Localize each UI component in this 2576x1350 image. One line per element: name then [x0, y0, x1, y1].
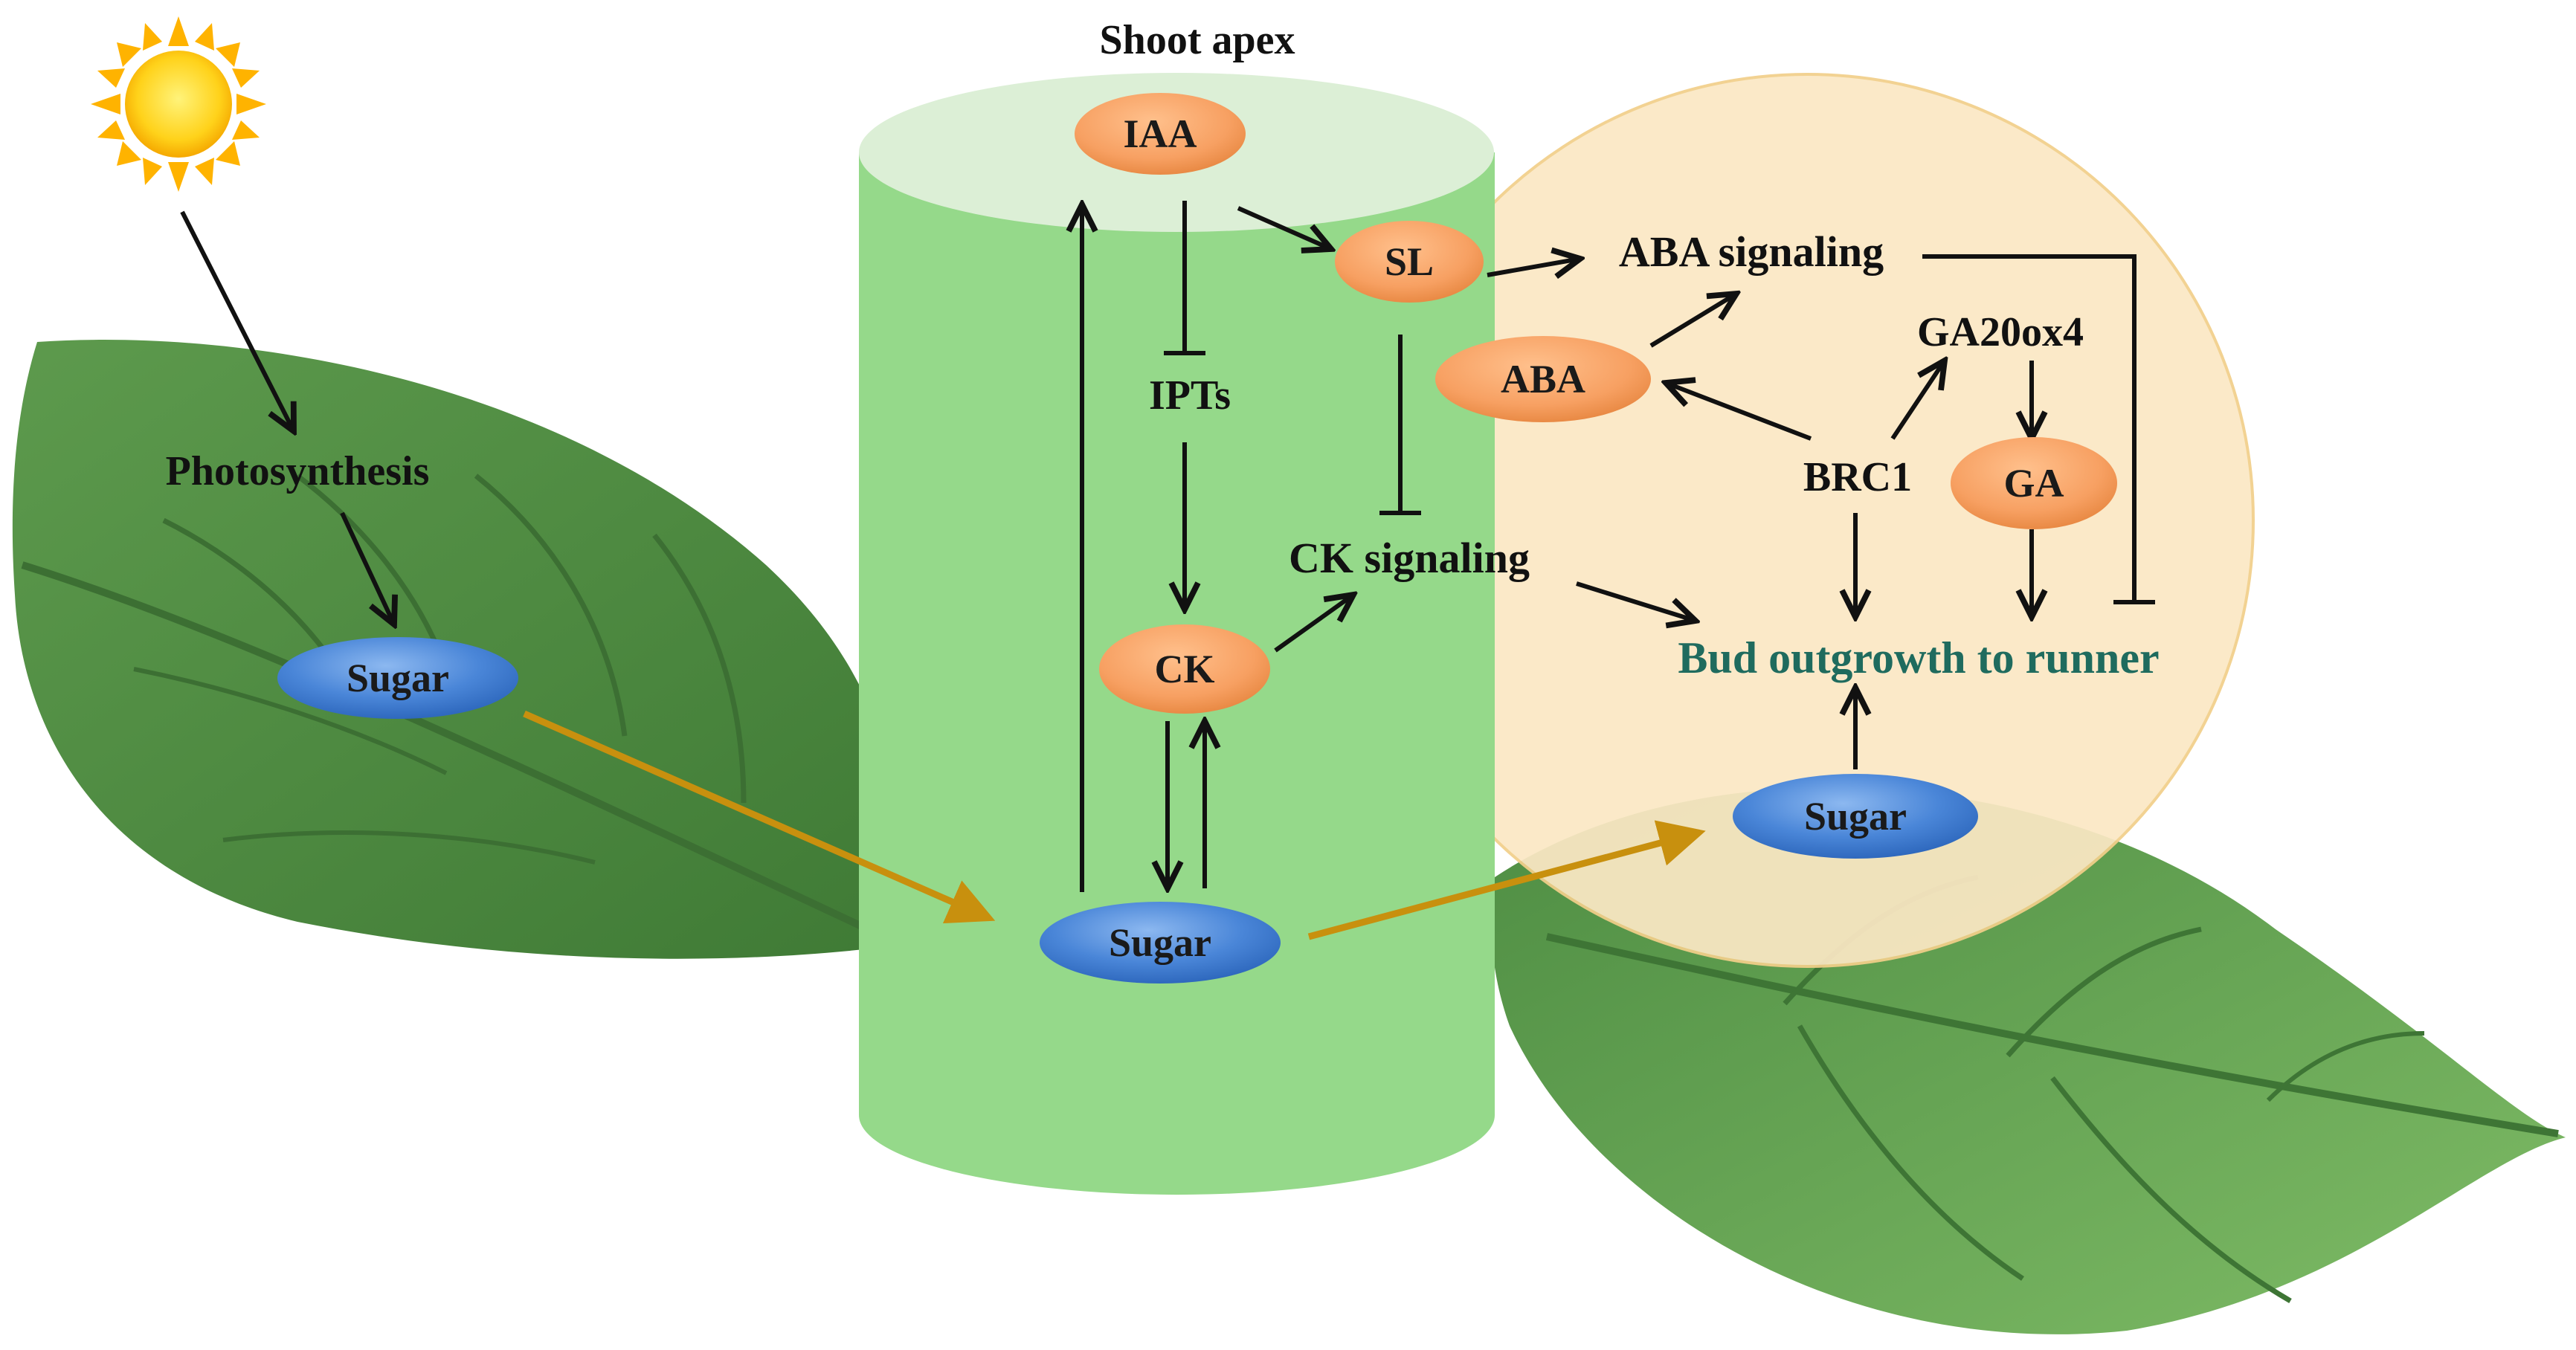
arrow-photosynthesis-to-sugar: [340, 511, 394, 624]
node-ga: GA: [1951, 437, 2117, 529]
label-ck-signaling: CK signaling: [1289, 534, 1530, 582]
node-aba: ABA: [1435, 336, 1651, 422]
label-ipts: IPTs: [1149, 372, 1231, 419]
inhibition-connectors: [1164, 201, 2155, 604]
inhibit-aba-signaling-to-outcome: [1922, 254, 2137, 602]
arrow-ck-to-ck-signaling: [1274, 595, 1353, 653]
label-aba-signaling: ABA signaling: [1619, 227, 1884, 276]
pathway-arrows: [180, 204, 2032, 892]
node-aba-label: ABA: [1501, 357, 1585, 401]
arrow-sun-to-photosynthesis: [180, 210, 294, 431]
label-brc1: BRC1: [1803, 454, 1912, 500]
node-sl: SL: [1335, 221, 1484, 303]
arrow-brc1-to-ga20ox4: [1890, 361, 1945, 440]
node-sugar-stem-label: Sugar: [1109, 920, 1211, 965]
node-sugar-leaf: Sugar: [277, 637, 518, 719]
arrow-iaa-to-sl: [1237, 206, 1331, 249]
label-outcome: Bud outgrowth to runner: [1678, 633, 2159, 682]
transport-stem-to-bud: [1307, 820, 1706, 940]
node-sugar-bud-label: Sugar: [1804, 794, 1907, 839]
node-ga-label: GA: [2004, 461, 2064, 506]
node-sugar-leaf-label: Sugar: [347, 656, 449, 700]
arrow-sl-to-aba-signaling: [1487, 259, 1580, 275]
transport-leaf-to-stem: [523, 710, 996, 924]
arrow-aba-to-aba-signaling: [1649, 294, 1736, 348]
label-photosynthesis: Photosynthesis: [166, 448, 430, 494]
sugar-transport-arrows: [523, 710, 1706, 940]
node-sugar-stem: Sugar: [1040, 902, 1281, 984]
node-sugar-bud: Sugar: [1733, 774, 1978, 859]
node-ck-label: CK: [1155, 647, 1215, 691]
node-iaa: IAA: [1075, 93, 1246, 175]
label-ga20ox4: GA20ox4: [1917, 309, 2084, 355]
diagram-title: Shoot apex: [1100, 17, 1295, 63]
arrow-brc1-to-aba: [1666, 383, 1812, 441]
node-ck: CK: [1099, 624, 1270, 714]
sun-icon: [91, 16, 266, 192]
node-iaa-label: IAA: [1123, 112, 1197, 156]
node-sl-label: SL: [1385, 239, 1434, 284]
arrow-ck-signaling-to-outcome: [1576, 581, 1696, 621]
